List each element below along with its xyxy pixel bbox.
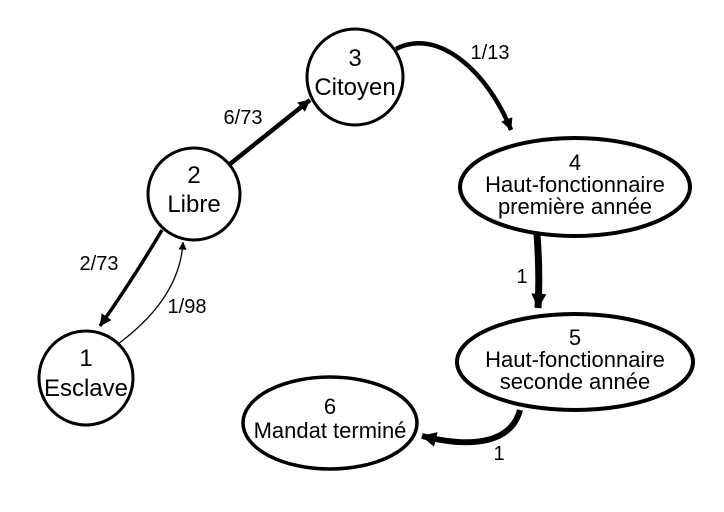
edge-2-to-1-label: 2/73 (80, 253, 119, 275)
node-4-label-line2: première année (498, 194, 652, 219)
node-4-label-line1: Haut-fonctionnaire (485, 172, 665, 197)
node-4-ellipse (458, 136, 692, 238)
node-5-number: 5 (569, 325, 581, 350)
edge-4-to-5-arrow (531, 233, 547, 309)
edge-2-to-3: 6/73 (224, 98, 312, 166)
node-1-esclave: 1 Esclave (37, 329, 135, 427)
edge-1-to-2-arrow (117, 241, 187, 345)
node-5-haut-fonctionnaire-seconde-annee: 5 Haut-fonctionnaire seconde année (455, 312, 695, 412)
edge-1-to-2: 1/98 (117, 241, 207, 345)
node-1-number: 1 (79, 345, 92, 372)
edge-4-to-5-label: 1 (516, 266, 527, 288)
node-4-haut-fonctionnaire-premiere-annee: 4 Haut-fonctionnaire première année (458, 136, 692, 238)
edge-2-to-1-arrow (98, 229, 164, 328)
node-6-number: 6 (324, 394, 336, 419)
edge-2-to-3-label: 6/73 (224, 107, 263, 129)
edge-3-to-4-label: 1/13 (471, 42, 510, 64)
node-3-citoyen: 3 Citoyen (305, 27, 405, 127)
node-2-circle (146, 146, 242, 242)
edge-5-to-6-label: 1 (493, 443, 504, 465)
node-2-number: 2 (187, 162, 200, 189)
node-6-ellipse (241, 375, 419, 471)
edge-2-to-3-arrow (228, 98, 312, 166)
edge-5-to-6-arrow (421, 409, 523, 447)
node-1-circle (37, 329, 135, 427)
edge-4-to-5: 1 (516, 233, 547, 309)
node-3-number: 3 (348, 45, 361, 72)
edge-5-to-6: 1 (421, 409, 523, 465)
node-6-label: Mandat terminé (254, 418, 407, 443)
node-5-label-line1: Haut-fonctionnaire (485, 347, 665, 372)
node-3-label: Citoyen (314, 74, 395, 101)
edge-2-to-1: 2/73 (80, 229, 164, 328)
edge-3-to-4-arrow (394, 41, 514, 131)
edge-3-to-4: 1/13 (394, 41, 514, 131)
node-5-ellipse (455, 312, 695, 412)
edge-1-to-2-label: 1/98 (168, 296, 207, 318)
node-6-mandat-termine: 6 Mandat terminé (241, 375, 419, 471)
node-3-circle (305, 27, 405, 127)
node-2-libre: 2 Libre (146, 146, 242, 242)
node-5-label-line2: seconde année (500, 369, 650, 394)
node-4-number: 4 (569, 150, 581, 175)
node-2-label: Libre (167, 191, 220, 218)
node-1-label: Esclave (44, 375, 128, 402)
